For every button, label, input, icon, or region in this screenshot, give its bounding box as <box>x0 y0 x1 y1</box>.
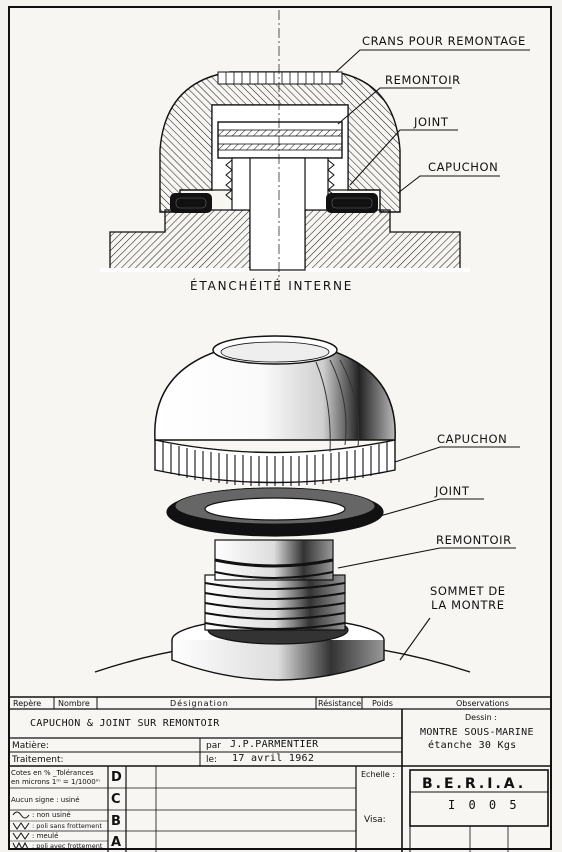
capuchon-section <box>159 71 401 213</box>
par-label: par <box>206 741 221 751</box>
label-joint-upper: JOINT <box>414 115 449 129</box>
poli-sans: : poli sans frottement <box>32 822 102 830</box>
header-poids: Poids <box>372 699 393 708</box>
grade-letter-b: B <box>111 814 121 829</box>
header-resistance: Résistance <box>318 699 362 708</box>
le-value: 17 avril 1962 <box>232 753 315 764</box>
label-crans: CRANS POUR REMONTAGE <box>362 34 526 48</box>
section-view <box>100 10 530 290</box>
finish-symbols-icon <box>12 811 30 851</box>
header-observations: Observations <box>456 699 509 708</box>
header-repere: Repère <box>13 699 42 708</box>
company-name: B.E.R.I.A. <box>422 776 527 792</box>
dessin-line1: MONTRE SOUS-MARINE <box>420 727 534 738</box>
le-label: le: <box>206 755 218 765</box>
upper-leaders <box>335 49 530 194</box>
remontoir-section <box>217 121 343 159</box>
label-capuchon-upper: CAPUCHON <box>428 160 499 174</box>
header-designation: Désignation <box>170 699 229 708</box>
dessin-line2: étanche 30 Kgs <box>428 740 517 751</box>
case-body-right <box>304 209 461 271</box>
header-nombre: Nombre <box>58 699 90 708</box>
cotes-line2: en microns 1ᵐ = 1/1000ᵐ <box>11 778 101 786</box>
case-body <box>109 209 251 271</box>
remontoir-threads <box>204 574 346 631</box>
par-value: J.P.PARMENTIER <box>230 739 319 750</box>
grade-letter-c: C <box>111 792 121 807</box>
echelle-label: Echelle : <box>361 770 396 779</box>
matiere-label: Matière: <box>12 741 49 751</box>
joint-section-right <box>326 193 378 213</box>
label-sommet: SOMMET DE LA MONTRE <box>430 584 506 612</box>
capuchon-dome <box>154 335 396 486</box>
label-remontoir-upper: REMONTOIR <box>385 73 461 87</box>
section-caption: ÉTANCHÉITÉ INTERNE <box>190 279 354 293</box>
lower-leaders <box>337 446 520 661</box>
title-block-grid <box>8 696 552 852</box>
drawing-number: I 0 0 5 <box>448 798 520 812</box>
grade-letter-d: D <box>111 770 122 785</box>
dessin-label: Dessin : <box>465 713 497 722</box>
label-capuchon-lower: CAPUCHON <box>437 432 508 446</box>
visa-label: Visa: <box>364 815 386 825</box>
label-remontoir-lower: REMONTOIR <box>436 533 512 547</box>
grade-letter-a: A <box>111 835 122 850</box>
perspective-view <box>94 335 520 681</box>
cotes-line1: Cotes en % _Tolérances <box>11 769 94 777</box>
non-usine: : non usiné <box>32 811 71 819</box>
label-joint-lower: JOINT <box>435 484 470 498</box>
drawing-title: CAPUCHON & JOINT SUR REMONTOIR <box>30 718 220 729</box>
aucun-signe: Aucun signe : usiné <box>11 796 80 804</box>
poli-avec: : poli avec frottement <box>32 842 103 850</box>
traitement-label: Traitement: <box>12 755 64 765</box>
meule: : meulé <box>32 832 59 840</box>
